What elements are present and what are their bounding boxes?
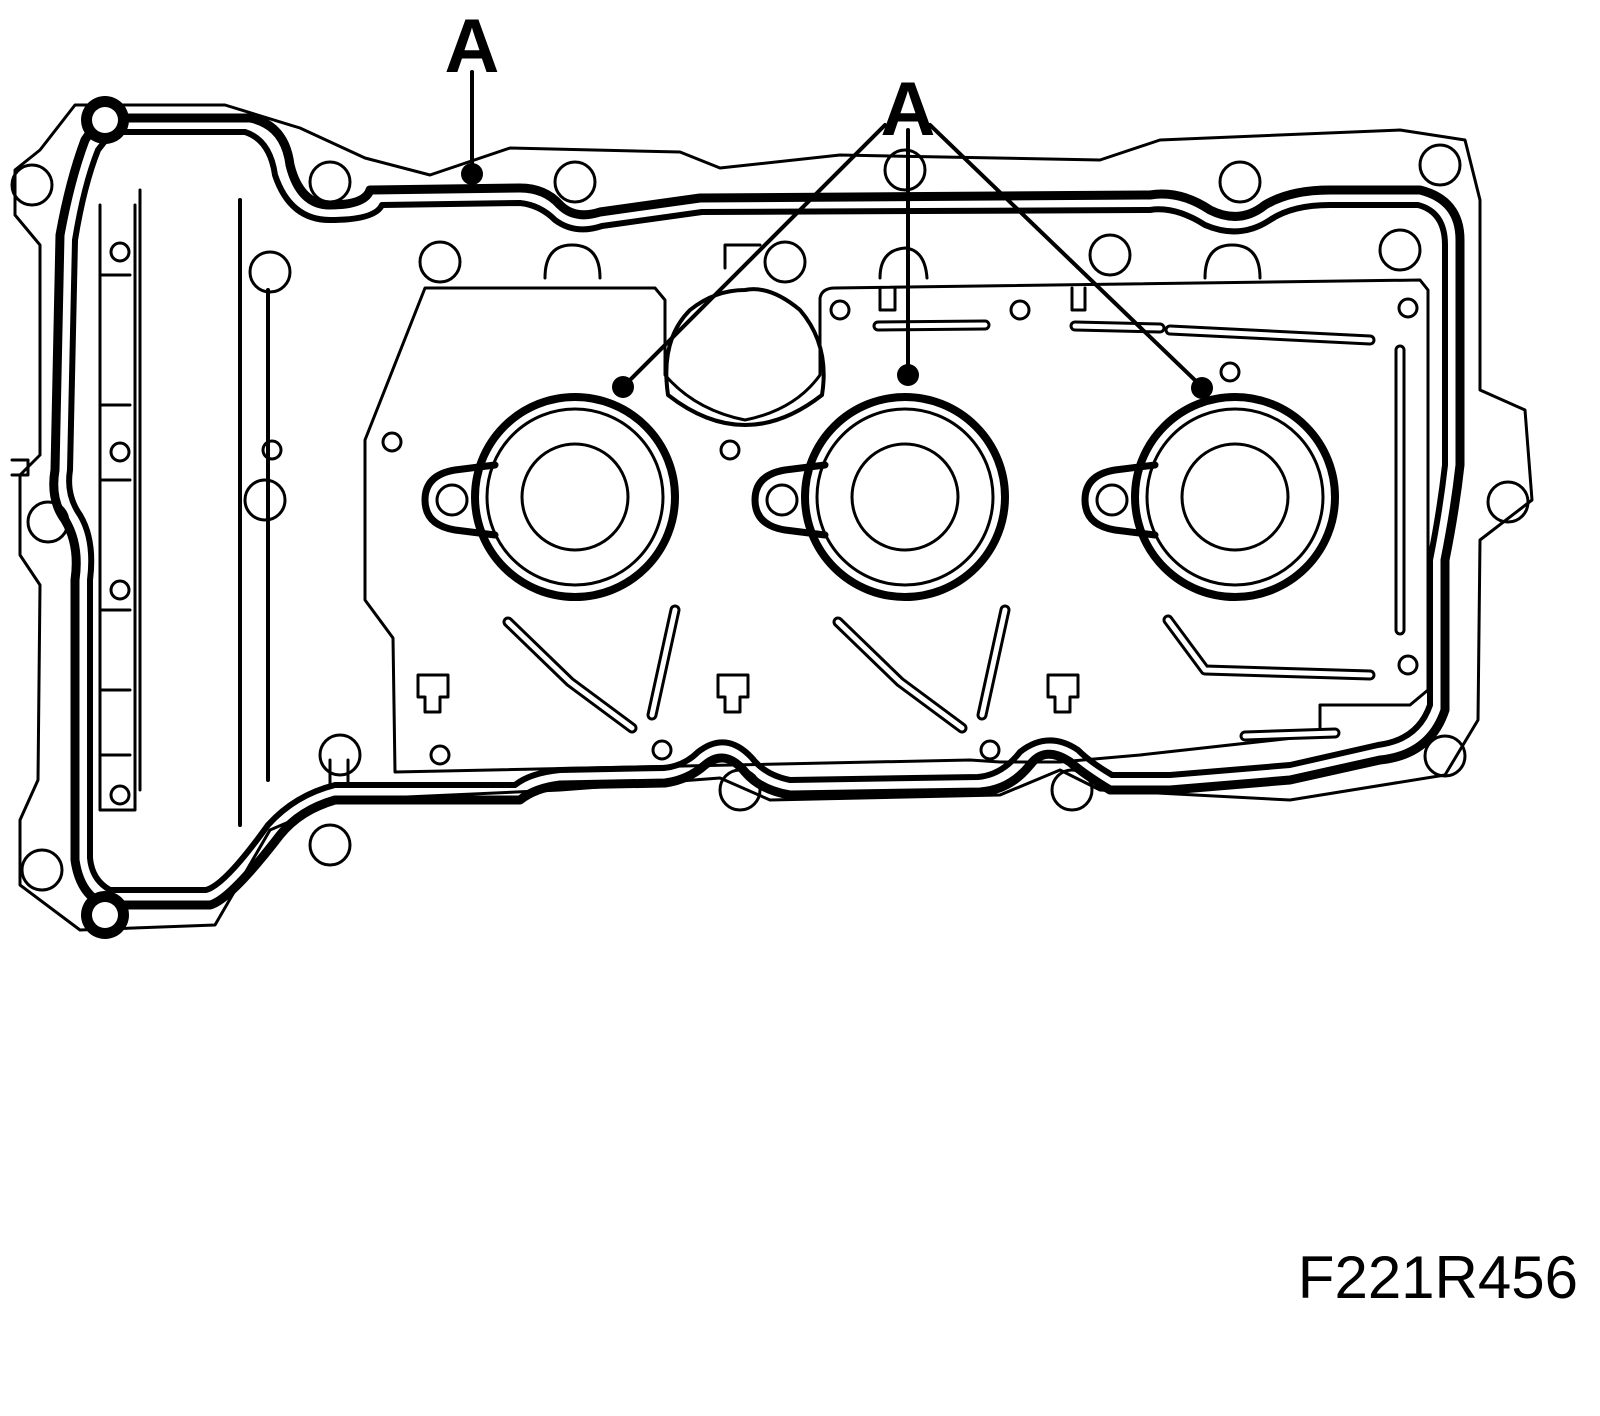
small-hole	[1219, 361, 1241, 383]
leader-dot	[612, 376, 634, 398]
small-hole	[261, 439, 283, 461]
small-hole	[109, 241, 131, 263]
gasket-bead-inner	[66, 129, 1448, 893]
small-hole	[651, 739, 673, 761]
small-hole	[1397, 654, 1419, 676]
spark-plug-seal-2	[751, 393, 1009, 601]
small-holes	[109, 241, 1419, 806]
bolt-hole	[763, 240, 807, 284]
bolt-hole	[883, 148, 927, 192]
small-hole	[719, 439, 741, 461]
bolt-hole	[26, 500, 70, 544]
bolt-hole	[553, 160, 597, 204]
small-hole	[109, 784, 131, 806]
bolt-hole	[1088, 233, 1132, 277]
small-hole	[381, 431, 403, 453]
bolt-hole	[1050, 768, 1094, 812]
leader-center-right	[928, 123, 1202, 387]
bolt-holes	[10, 143, 1530, 892]
clip-tabs	[328, 673, 1080, 787]
small-hole	[109, 441, 131, 463]
bolt-hole	[248, 250, 292, 294]
leader-dot	[1191, 377, 1213, 399]
spark-plug-seal-1	[421, 393, 679, 601]
bolt-hole	[308, 160, 352, 204]
callout-leaders	[461, 70, 1213, 399]
ribs	[502, 319, 1406, 742]
bolt-hole	[20, 848, 64, 892]
bead-dot-center	[92, 107, 118, 133]
gasket-bead-outer	[49, 113, 1465, 910]
bolt-hole	[318, 733, 362, 777]
small-hole	[1397, 297, 1419, 319]
small-hole	[829, 299, 851, 321]
bolt-hole	[308, 823, 352, 867]
small-hole	[1009, 299, 1031, 321]
bolt-hole	[1423, 734, 1467, 778]
leader-dot	[461, 163, 483, 185]
top-tabs	[543, 243, 1262, 312]
bolt-hole	[1418, 143, 1462, 187]
figure-id: F221R456	[1298, 1244, 1578, 1311]
bolt-hole	[418, 240, 462, 284]
center-arch	[664, 287, 826, 427]
small-hole	[429, 744, 451, 766]
flange-outer-outline	[13, 103, 1534, 932]
bolt-hole	[1218, 160, 1262, 204]
bolt-hole	[1378, 228, 1422, 272]
callout-label-center: A	[881, 67, 936, 152]
bolt-hole	[718, 768, 762, 812]
bolt-hole	[10, 163, 54, 207]
callout-label-left: A	[445, 4, 500, 89]
leader-dot	[897, 364, 919, 386]
bead-corner-dots	[81, 96, 129, 939]
leader-center-left	[623, 123, 887, 387]
spark-plug-seal-3	[1081, 393, 1339, 601]
bolt-hole	[1486, 480, 1530, 524]
small-hole	[979, 739, 1001, 761]
center-plate-outline	[363, 278, 1430, 774]
small-hole	[109, 579, 131, 601]
bead-dot-center	[92, 902, 118, 928]
bolt-hole	[243, 478, 287, 522]
left-strip	[10, 188, 270, 827]
